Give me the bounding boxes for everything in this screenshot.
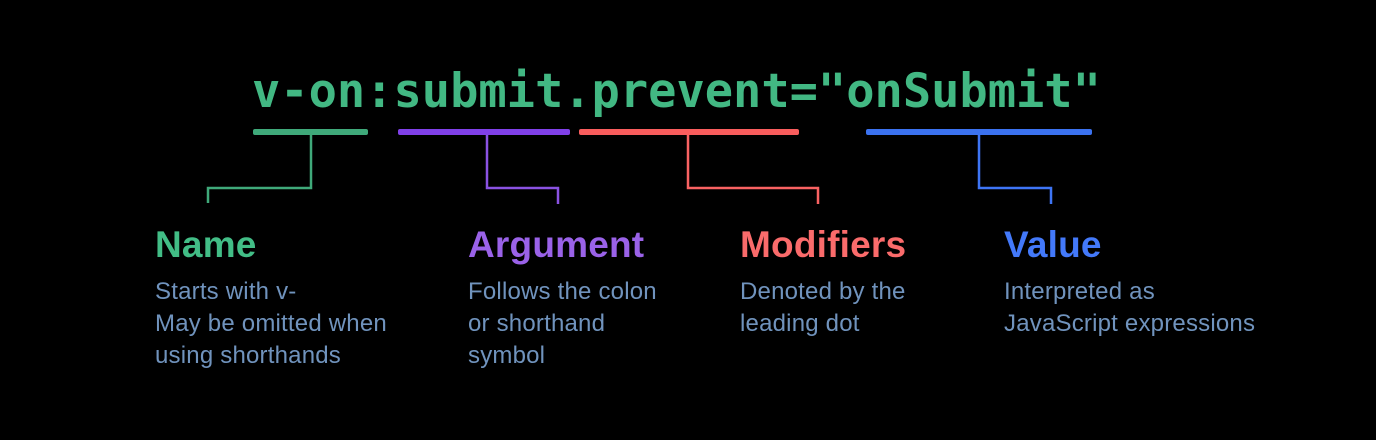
argument-label: Argument <box>468 224 645 265</box>
directive-code-text: v-on:submit.prevent="onSubmit" <box>252 64 1101 119</box>
description-line: Follows the colon <box>468 278 657 305</box>
value-description: Interpreted as JavaScript expressions <box>1004 276 1255 340</box>
description-line: Denoted by the <box>740 278 906 305</box>
description-line: Interpreted as <box>1004 278 1155 305</box>
value-underline-bar <box>866 129 1092 135</box>
name-connector-line <box>206 134 313 203</box>
description-line: using shorthands <box>155 342 341 369</box>
argument-connector-line <box>485 134 560 204</box>
modifiers-connector-line <box>686 134 820 204</box>
value-label: Value <box>1004 224 1102 265</box>
modifiers-label: Modifiers <box>740 224 907 265</box>
name-description: Starts with v- May be omitted when using… <box>155 276 387 372</box>
modifiers-description: Denoted by the leading dot <box>740 276 906 340</box>
modifiers-underline-bar <box>579 129 799 135</box>
argument-underline-bar <box>398 129 570 135</box>
description-line: JavaScript expressions <box>1004 310 1256 337</box>
description-line: May be omitted when <box>155 310 387 337</box>
argument-description: Follows the colon or shorthand symbol <box>468 276 657 372</box>
description-line: or shorthand <box>468 310 606 337</box>
description-line: leading dot <box>740 310 860 337</box>
description-line: symbol <box>468 342 546 369</box>
description-line: Starts with v- <box>155 278 297 305</box>
name-underline-bar <box>253 129 368 135</box>
value-connector-line <box>977 134 1053 204</box>
name-label: Name <box>155 224 257 265</box>
